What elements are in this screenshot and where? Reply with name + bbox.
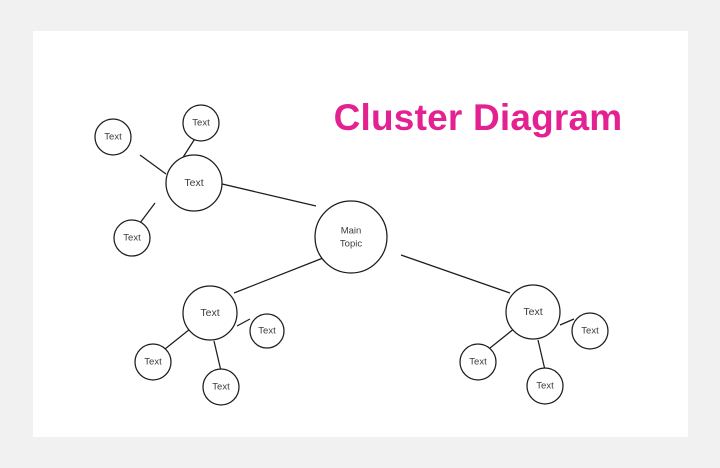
edge-root-to-cluster-bottom-left bbox=[233, 257, 324, 294]
node-tl-sat-bottom[interactable]: Text bbox=[113, 219, 151, 257]
node-tl-sat-left-circle bbox=[94, 118, 132, 156]
edge-group-bottom-left bbox=[164, 318, 251, 372]
edge-tl-hub-to-sat-bottom bbox=[139, 202, 156, 224]
node-tl-hub-label: Text bbox=[184, 177, 203, 189]
node-tl-sat-left-label: Text bbox=[104, 132, 122, 143]
node-tl-sat-top-label: Text bbox=[192, 118, 210, 129]
node-tl-sat-bottom-circle bbox=[113, 219, 151, 257]
node-cluster-bottom-right-hub[interactable]: Text bbox=[505, 284, 561, 340]
node-tl-hub-circle bbox=[165, 154, 223, 212]
node-br-hub-circle bbox=[505, 284, 561, 340]
node-bl-sat-bottom-circle bbox=[202, 368, 240, 406]
edge-bl-hub-to-sat-left bbox=[164, 328, 191, 350]
edge-br-hub-to-sat-left bbox=[489, 327, 516, 349]
node-br-hub-label: Text bbox=[523, 306, 542, 318]
page-title: Cluster Diagram bbox=[333, 97, 623, 138]
node-bl-sat-bottom[interactable]: Text bbox=[202, 368, 240, 406]
node-cluster-top-left-hub[interactable]: Text bbox=[165, 154, 223, 212]
node-bl-sat-right-circle bbox=[249, 313, 285, 349]
node-tl-sat-bottom-label: Text bbox=[123, 233, 141, 244]
edge-bl-hub-to-sat-bottom bbox=[213, 340, 222, 372]
edge-tl-hub-to-sat-left bbox=[139, 154, 167, 175]
node-br-sat-right[interactable]: Text bbox=[571, 312, 609, 350]
node-main-topic-label-line1: Main bbox=[341, 226, 362, 237]
node-main-topic-label-line2: Topic bbox=[340, 239, 362, 250]
node-br-sat-bottom-label: Text bbox=[536, 381, 554, 392]
node-br-sat-left[interactable]: Text bbox=[459, 343, 497, 381]
node-tl-sat-left[interactable]: Text bbox=[94, 118, 132, 156]
node-bl-sat-left-circle bbox=[134, 343, 172, 381]
node-bl-hub-circle bbox=[182, 285, 238, 341]
node-main-topic-circle bbox=[314, 200, 388, 274]
node-br-sat-right-circle bbox=[571, 312, 609, 350]
node-bl-sat-bottom-label: Text bbox=[212, 382, 230, 393]
edge-br-hub-to-sat-right bbox=[559, 318, 575, 326]
node-cluster-bottom-left-hub[interactable]: Text bbox=[182, 285, 238, 341]
edge-bl-hub-to-sat-right bbox=[236, 318, 251, 327]
node-bl-sat-left-label: Text bbox=[144, 357, 162, 368]
node-br-sat-right-label: Text bbox=[581, 326, 599, 337]
node-main-topic[interactable]: Main Topic bbox=[314, 200, 388, 274]
edge-root-to-cluster-bottom-right bbox=[400, 254, 511, 294]
node-br-sat-left-label: Text bbox=[469, 357, 487, 368]
node-bl-sat-right[interactable]: Text bbox=[249, 313, 285, 349]
node-bl-sat-left[interactable]: Text bbox=[134, 343, 172, 381]
edge-br-hub-to-sat-bottom bbox=[537, 339, 546, 371]
node-bl-hub-label: Text bbox=[200, 307, 219, 319]
node-br-sat-bottom-circle bbox=[526, 367, 564, 405]
node-br-sat-left-circle bbox=[459, 343, 497, 381]
diagram-graphic: Main Topic Text Text Text Text bbox=[94, 104, 609, 406]
diagram-canvas: Cluster Diagram bbox=[33, 31, 688, 437]
node-tl-sat-top[interactable]: Text bbox=[182, 104, 220, 142]
node-bl-sat-right-label: Text bbox=[258, 326, 276, 337]
node-br-sat-bottom[interactable]: Text bbox=[526, 367, 564, 405]
node-tl-sat-top-circle bbox=[182, 104, 220, 142]
edge-group-bottom-right bbox=[489, 318, 575, 371]
